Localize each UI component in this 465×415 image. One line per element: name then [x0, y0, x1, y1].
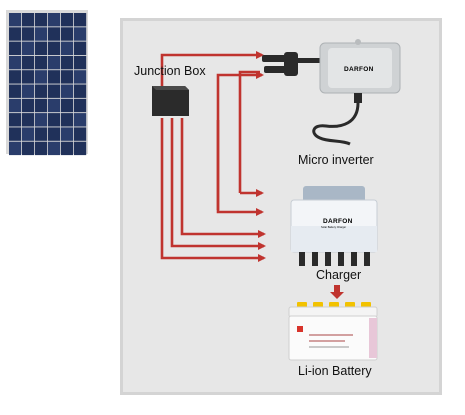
solar-cell — [48, 13, 61, 27]
solar-cell — [22, 27, 35, 41]
solar-cell — [48, 84, 61, 98]
solar-cell — [61, 98, 74, 113]
solar-cell — [61, 41, 74, 55]
solar-cell — [35, 27, 48, 41]
solar-cell — [48, 98, 61, 113]
solar-cell — [9, 27, 22, 41]
charger-label: Charger — [316, 268, 362, 282]
solar-panel-image — [6, 10, 88, 156]
solar-cell — [61, 13, 74, 27]
solar-cell — [22, 98, 35, 113]
solar-cell — [35, 113, 48, 127]
wire-junction-to-charger-3 — [180, 118, 266, 238]
battery-image — [288, 302, 378, 361]
solar-cell — [61, 70, 74, 84]
solar-cell — [35, 98, 48, 113]
solar-cell — [48, 27, 61, 41]
solar-cell — [35, 141, 48, 156]
solar-cell — [22, 41, 35, 55]
charger-image: DARFON Solar Battery Charger — [290, 186, 378, 266]
solar-cell — [74, 27, 87, 41]
solar-cell — [22, 141, 35, 156]
wire-junction-to-charger-1 — [160, 118, 266, 262]
solar-cell — [22, 70, 35, 84]
solar-cell — [35, 13, 48, 27]
solar-cell — [61, 113, 74, 127]
solar-cell — [35, 41, 48, 55]
solar-cell — [9, 13, 22, 27]
solar-cell — [61, 127, 74, 141]
solar-cell — [22, 113, 35, 127]
solar-cell — [9, 141, 22, 156]
charger-brand-text: DARFON — [323, 218, 353, 225]
solar-cell — [74, 113, 87, 127]
solar-cell — [74, 70, 87, 84]
solar-cell — [61, 84, 74, 98]
solar-cell — [35, 127, 48, 141]
wire-junction-to-charger-4 — [216, 120, 264, 216]
solar-cell — [61, 141, 74, 156]
solar-cell — [22, 127, 35, 141]
solar-cell — [22, 13, 35, 27]
micro-inverter-image: DARFON — [262, 39, 401, 146]
junction-box-image — [152, 86, 189, 116]
solar-cell — [74, 127, 87, 141]
charger-to-battery-arrow — [330, 285, 344, 299]
junction-box-label: Junction Box — [134, 64, 206, 78]
solar-cell — [48, 113, 61, 127]
micro-inverter-label: Micro inverter — [298, 153, 374, 167]
wire-junction-to-charger-2 — [170, 118, 266, 250]
solar-cell — [74, 98, 87, 113]
solar-cell — [61, 27, 74, 41]
solar-cell — [61, 55, 74, 70]
solar-cell — [74, 13, 87, 27]
solar-cell — [22, 55, 35, 70]
solar-cell — [74, 84, 87, 98]
charger-sub-text: Solar Battery Charger — [321, 225, 346, 229]
solar-cell — [35, 84, 48, 98]
solar-cell — [9, 84, 22, 98]
inverter-brand-text: DARFON — [344, 66, 374, 73]
solar-cell — [9, 55, 22, 70]
wire-inverter-to-charger — [238, 70, 260, 193]
solar-cell — [74, 141, 87, 156]
solar-cell — [48, 141, 61, 156]
solar-cell — [48, 55, 61, 70]
solar-cell — [48, 41, 61, 55]
solar-cell — [35, 55, 48, 70]
solar-cell — [9, 41, 22, 55]
solar-cell — [74, 41, 87, 55]
solar-cell — [9, 70, 22, 84]
solar-cell — [48, 127, 61, 141]
solar-cell — [9, 113, 22, 127]
solar-cell — [48, 70, 61, 84]
battery-label: Li-ion Battery — [298, 364, 372, 378]
solar-cell — [9, 98, 22, 113]
solar-cell — [35, 70, 48, 84]
solar-cell — [9, 127, 22, 141]
solar-cell — [74, 55, 87, 70]
solar-cell — [22, 84, 35, 98]
